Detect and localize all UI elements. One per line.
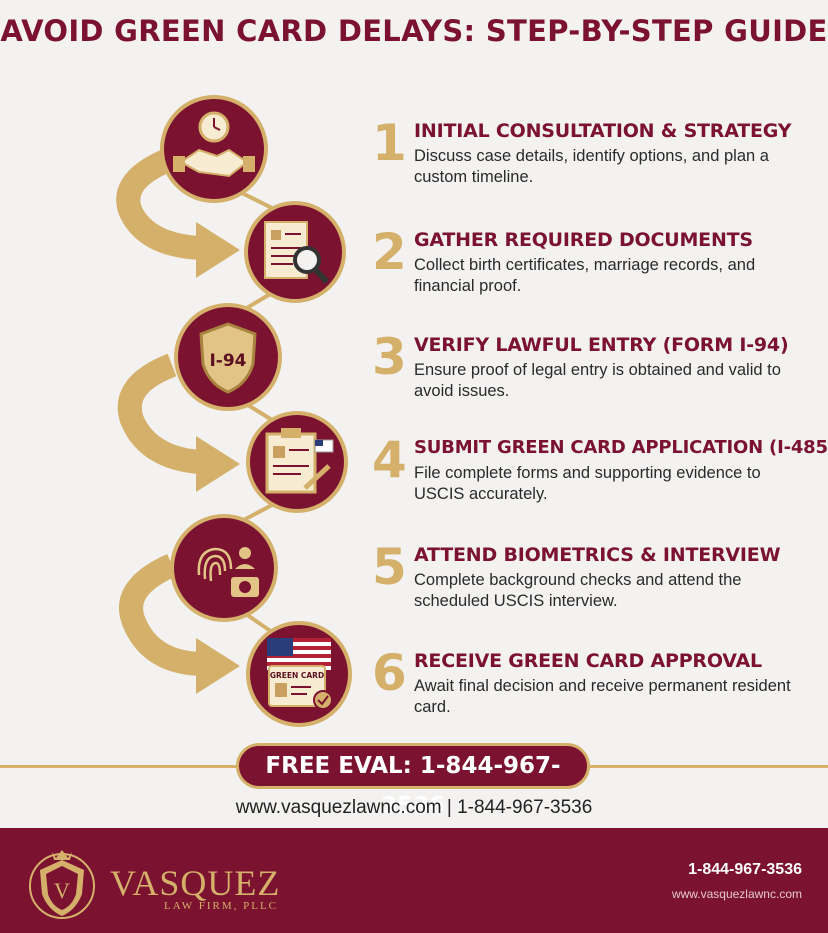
footer-website-link[interactable]: www.vasquezlawnc.com [671,887,802,901]
handshake-clock-icon [160,95,268,203]
svg-text:V: V [54,878,70,903]
step-description: Await final decision and receive permane… [414,677,791,716]
documents-magnifier-icon [244,201,346,303]
shield-i94-icon: I-94 [174,303,282,411]
step-description: Complete background checks and attend th… [414,571,742,610]
step-description: Discuss case details, identify options, … [414,147,769,186]
clipboard-form-icon [246,411,348,513]
contact-line[interactable]: www.vasquezlawnc.com | 1-844-967-3536 [235,797,593,818]
step-number: 4 [372,431,407,489]
footer: V VASQUEZ LAW FIRM, PLLC 1-844-967-3536 … [0,828,828,933]
step-title: ATTEND BIOMETRICS & INTERVIEW [414,544,781,566]
step-number: 3 [372,328,407,386]
i94-label: I-94 [209,351,246,371]
step-title: GATHER REQUIRED DOCUMENTS [414,229,753,251]
brand-name: VASQUEZ [110,863,281,903]
free-eval-button[interactable]: FREE EVAL: 1-844-967-3536 [236,743,590,819]
step-number: 6 [372,644,407,702]
step-title: VERIFY LAWFUL ENTRY (FORM I-94) [414,334,789,356]
step-title: INITIAL CONSULTATION & STRATEGY [414,120,792,142]
step-number: 2 [372,223,407,281]
green-card-flag-icon: GREEN CARD [246,621,352,727]
page-title: AVOID GREEN CARD DELAYS: STEP-BY-STEP GU… [0,14,828,48]
step-title: RECEIVE GREEN CARD APPROVAL [414,650,762,672]
step-number: 5 [372,538,407,596]
step-title: SUBMIT GREEN CARD APPLICATION (I-485) [414,437,828,458]
law-firm-logo-icon: V [29,850,95,919]
brand-subtitle: LAW FIRM, PLLC [164,900,279,912]
step-number: 1 [372,114,407,172]
step-description: File complete forms and supporting evide… [414,464,761,503]
fingerprint-camera-icon [170,514,278,622]
step-description: Collect birth certificates, marriage rec… [414,256,756,295]
step-description: Ensure proof of legal entry is obtained … [414,361,781,400]
green-card-label: GREEN CARD [270,671,324,680]
footer-phone-link[interactable]: 1-844-967-3536 [688,861,802,878]
